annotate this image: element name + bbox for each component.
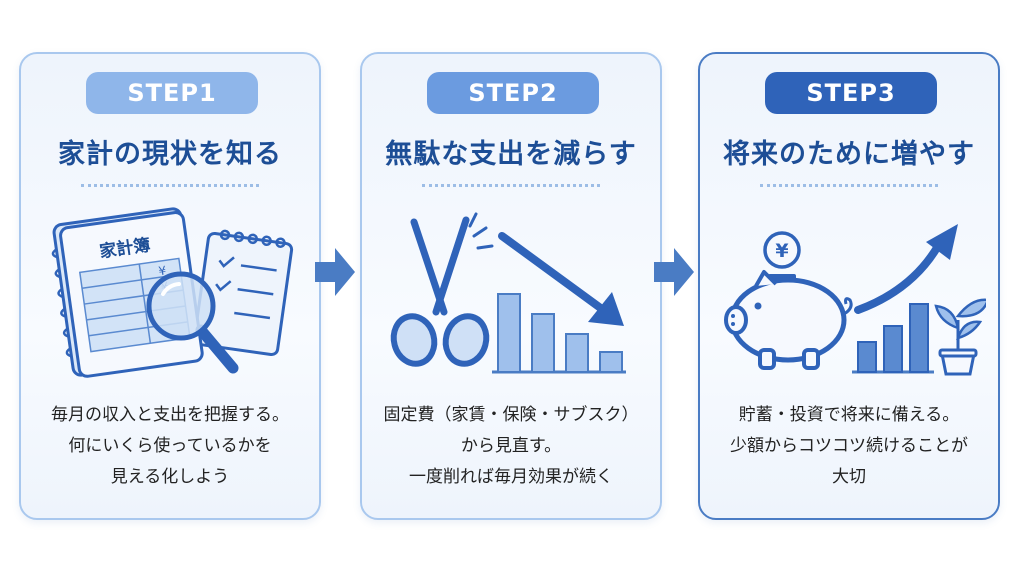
step3-description: 貯蓄・投資で将来に備える。 少額からコツコツ続けることが 大切 [708, 400, 990, 493]
step3-desc-line-3: 大切 [832, 467, 866, 487]
ledger-yen-mark: ¥ [158, 263, 168, 278]
step1-title: 家計の現状を知る [58, 139, 282, 170]
step1-divider [81, 184, 259, 187]
scissors-icon [390, 212, 494, 367]
step1-badge: STEP1 [86, 72, 258, 114]
step1-description: 毎月の収入と支出を把握する。 何にいくら使っているかを 見える化しよう [29, 400, 311, 493]
decreasing-bar-chart-icon [492, 232, 626, 374]
savings-growth-illustration: ¥ [724, 224, 986, 376]
step3-badge: STEP3 [765, 72, 937, 114]
step2-badge: STEP2 [427, 72, 599, 114]
household-ledger-illustration: 家計簿 ¥ ¥ [51, 207, 294, 378]
step2-divider [422, 184, 600, 187]
step3-desc-line-2: 少額からコツコツ続けることが [730, 436, 968, 456]
step2-desc-line-3: 一度削れば毎月効果が続く [409, 467, 613, 487]
yen-coin-icon: ¥ [763, 231, 801, 280]
step1-desc-line-1: 毎月の収入と支出を把握する。 [51, 405, 289, 425]
step3-divider [760, 184, 938, 187]
checklist-notepad-icon [192, 229, 294, 357]
step3-title: 将来のために増やす [723, 139, 975, 170]
coin-yen-mark: ¥ [775, 240, 788, 262]
step3-desc-line-1: 貯蓄・投資で将来に備える。 [738, 405, 960, 425]
piggy-bank-icon [724, 270, 853, 370]
next-arrow-icon [315, 248, 355, 296]
step2-description: 固定費（家賃・保険・サブスク） から見直す。 一度削れば毎月効果が続く [370, 400, 652, 493]
step3-card: STEP3 将来のために増やす ¥ [698, 52, 1000, 520]
step2-desc-line-2: から見直す。 [460, 436, 562, 456]
growth-bar-chart-icon [852, 224, 958, 374]
step1-desc-line-3: 見える化しよう [110, 467, 230, 487]
step2-title: 無駄な支出を減らす [385, 139, 637, 170]
cost-cutting-illustration [390, 212, 626, 374]
step2-desc-line-1: 固定費（家賃・保険・サブスク） [383, 405, 639, 425]
step1-desc-line-2: 何にいくら使っているかを [68, 436, 272, 456]
step2-card: STEP2 無駄な支出を減らす 固定費（家賃・保険・サブスク） から見直す。 [360, 52, 662, 520]
plant-pot-icon [934, 298, 986, 376]
next-arrow-icon-2 [654, 248, 694, 296]
step1-card: STEP1 家計の現状を知る 家計簿 [19, 52, 321, 520]
magnifier-icon [146, 271, 239, 374]
